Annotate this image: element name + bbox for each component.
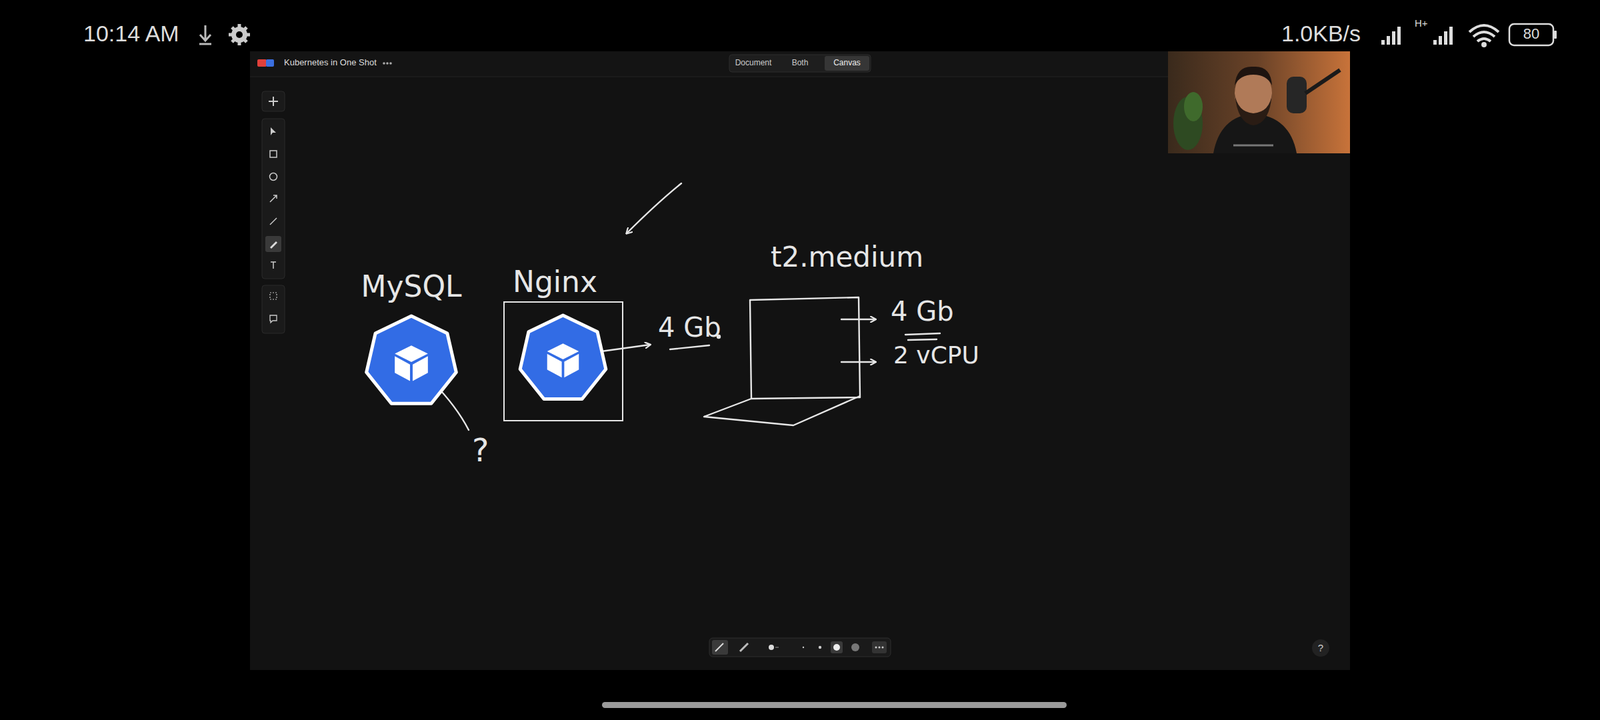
cube-symbol — [394, 345, 428, 381]
app-logo — [257, 59, 267, 67]
underline — [670, 345, 710, 350]
active-tab — [824, 56, 870, 71]
container-box: Nginx — [503, 301, 624, 422]
signal-icon — [1381, 26, 1453, 45]
pen-toolbar — [709, 638, 891, 657]
video-frame — [250, 51, 1350, 670]
home-bar — [602, 702, 1067, 708]
cpu-note: 2 vCPU — [893, 341, 980, 369]
node-heading: Nginx — [512, 265, 598, 300]
pod-node: MySQL — [357, 270, 466, 414]
help-button — [1312, 639, 1330, 657]
webcam-thumbnail — [1168, 51, 1350, 154]
download-icon — [199, 25, 212, 44]
clock: 10:14 AM — [83, 20, 180, 47]
tab-group — [729, 54, 871, 72]
battery-level: 80 — [1509, 25, 1554, 42]
tool-palette — [262, 91, 285, 334]
sketch-strokes — [433, 183, 940, 430]
tab: Document — [730, 58, 776, 68]
menu-dots — [382, 62, 392, 65]
pointer-arrow — [626, 183, 682, 234]
double-underline — [905, 333, 940, 335]
pod-shape — [504, 302, 622, 420]
battery-icon — [1509, 24, 1557, 46]
data-rate: 1.0KB/s — [1281, 20, 1361, 47]
node-heading: t2.medium — [770, 241, 924, 274]
memory-note: 4 Gb — [658, 312, 722, 343]
pod-icon — [366, 316, 457, 404]
network-type: H+ — [1414, 17, 1428, 29]
tab: Both — [777, 58, 823, 68]
memory-arrow — [596, 344, 650, 352]
cpu-arrow — [841, 361, 876, 363]
pod-icon — [520, 315, 606, 400]
help-icon: ? — [1312, 642, 1330, 654]
double-underline — [908, 339, 937, 340]
tab: Canvas — [824, 58, 870, 68]
document-title: Kubernetes in One Shot — [284, 58, 377, 68]
question-mark: ? — [472, 432, 489, 469]
gear-icon — [228, 24, 250, 46]
node-heading: MySQL — [360, 270, 462, 304]
wifi-icon — [1469, 25, 1499, 46]
cube-symbol — [547, 343, 580, 378]
instance-node: t2.medium — [700, 241, 931, 432]
laptop-outline — [704, 297, 860, 426]
memory-note: 4 Gb — [890, 296, 954, 327]
